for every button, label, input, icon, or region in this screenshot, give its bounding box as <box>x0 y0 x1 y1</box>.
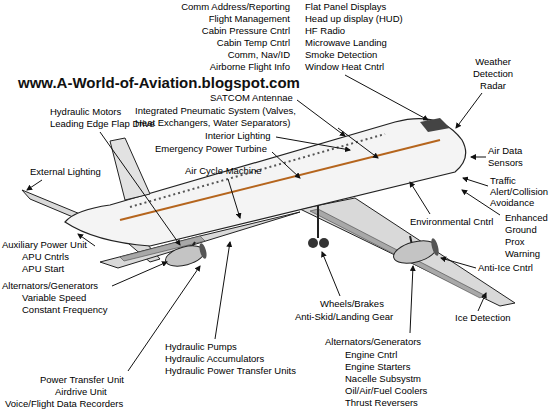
leader-line <box>471 157 486 158</box>
callout-label: Flight Management <box>150 13 290 25</box>
callout-label: Anti-Ice Cntrl <box>478 262 533 274</box>
callout-label: Ice Detection <box>455 312 510 324</box>
callout-label: Auxiliary Power Unit <box>2 239 87 251</box>
callout-label: Alternators/Generators <box>325 336 421 348</box>
leader-line <box>410 182 430 214</box>
cheatline <box>120 140 440 220</box>
callout-label: Hydraulic Motors <box>50 106 121 118</box>
callout-label: Airborne Flight Info <box>150 61 290 73</box>
callout-label: Emergency Power Turbine <box>155 143 267 155</box>
callout-label: Weather Detection Radar <box>462 56 524 92</box>
callout-label: Hydraulic Accumulators <box>165 353 264 365</box>
callout-label: Cabin Temp Cntrl <box>150 37 290 49</box>
callout-label: Air Cycle Machine <box>185 165 262 177</box>
callout-label: Variable Speed <box>22 292 86 304</box>
callout-label: Flat Panel Displays <box>305 1 386 13</box>
callout-label: Airdrive Unit <box>55 386 107 398</box>
leader-line <box>338 128 378 158</box>
leader-line <box>463 178 488 186</box>
cabin-windows <box>130 134 385 207</box>
callout-label: Engine Cntrl <box>345 349 397 361</box>
callout-label: Air Data Sensors <box>488 145 543 169</box>
leader-line <box>215 242 230 339</box>
callout-label: HF Radio <box>305 25 345 37</box>
callout-label: Smoke Detection <box>305 49 377 61</box>
callout-label: Thrust Reversers <box>345 397 418 409</box>
callout-label: Hydraulic Power Transfer Units <box>165 365 296 377</box>
landing-gear-leg <box>317 205 319 238</box>
wheel <box>308 238 318 248</box>
callout-label: Leading Edge Flap Drive <box>50 118 155 130</box>
callout-label: Comm Address/Reporting <box>150 1 290 13</box>
callout-label: Hydraulic Pumps <box>165 341 237 353</box>
leader-line <box>441 258 476 268</box>
callout-label: Wheels/Brakes <box>320 298 384 310</box>
leader-line <box>112 262 167 286</box>
leader-lines <box>27 75 500 371</box>
engine-inlet <box>198 242 208 259</box>
fuselage <box>65 119 466 246</box>
engine-inlet <box>430 238 440 257</box>
callout-label: Interior Lighting <box>205 130 270 142</box>
callout-label: Comm, Nav/ID <box>150 49 290 61</box>
callout-label: Head up display (HUD) <box>305 13 403 25</box>
callout-label: APU Cntrls <box>22 251 69 263</box>
leader-line <box>345 75 428 120</box>
callout-label: Engine Starters <box>345 361 410 373</box>
callout-label: Alternators/Generators <box>2 280 98 292</box>
callout-label: Nacelle Subsystm <box>345 373 421 385</box>
callout-label: Oil/Air/Fuel Coolers <box>345 385 427 397</box>
callout-label: Enhanced Ground Prox Warning <box>505 212 555 260</box>
leader-line <box>228 179 240 218</box>
watermark: www.A-World-of-Aviation.blogspot.com <box>18 74 300 91</box>
leader-line <box>276 137 350 150</box>
callout-label: SATCOM Antennae <box>210 92 293 104</box>
leader-line <box>272 152 300 178</box>
leader-line <box>27 180 42 190</box>
callout-label: External Lighting <box>30 166 101 178</box>
wing <box>300 198 515 306</box>
callout-label: Window Heat Cntrl <box>305 61 384 73</box>
callout-label: Microwave Landing <box>305 37 387 49</box>
leader-line <box>297 100 345 136</box>
callout-label: APU Start <box>22 263 64 275</box>
callout-label: Voice/Flight Data Recorders <box>5 398 123 410</box>
cockpit-window <box>420 118 450 132</box>
callout-label: Traffic Alert/Collision Avoidance <box>490 175 556 208</box>
callout-label: Cabin Pressure Cntrl <box>150 25 290 37</box>
callout-label: Integrated Pneumatic System (Valves, Hea… <box>135 105 305 129</box>
callout-label: Anti-Skid/Landing Gear <box>295 311 393 323</box>
leader-line <box>322 252 340 296</box>
leader-line <box>410 266 413 333</box>
callout-label: Environmental Cntrl <box>410 216 493 228</box>
callout-label: Constant Frequency <box>22 304 108 316</box>
vertical-fin <box>110 138 150 200</box>
callout-label: Power Transfer Unit <box>40 374 124 386</box>
wheel <box>319 238 329 248</box>
leader-line <box>478 293 486 311</box>
leader-line <box>456 93 482 128</box>
